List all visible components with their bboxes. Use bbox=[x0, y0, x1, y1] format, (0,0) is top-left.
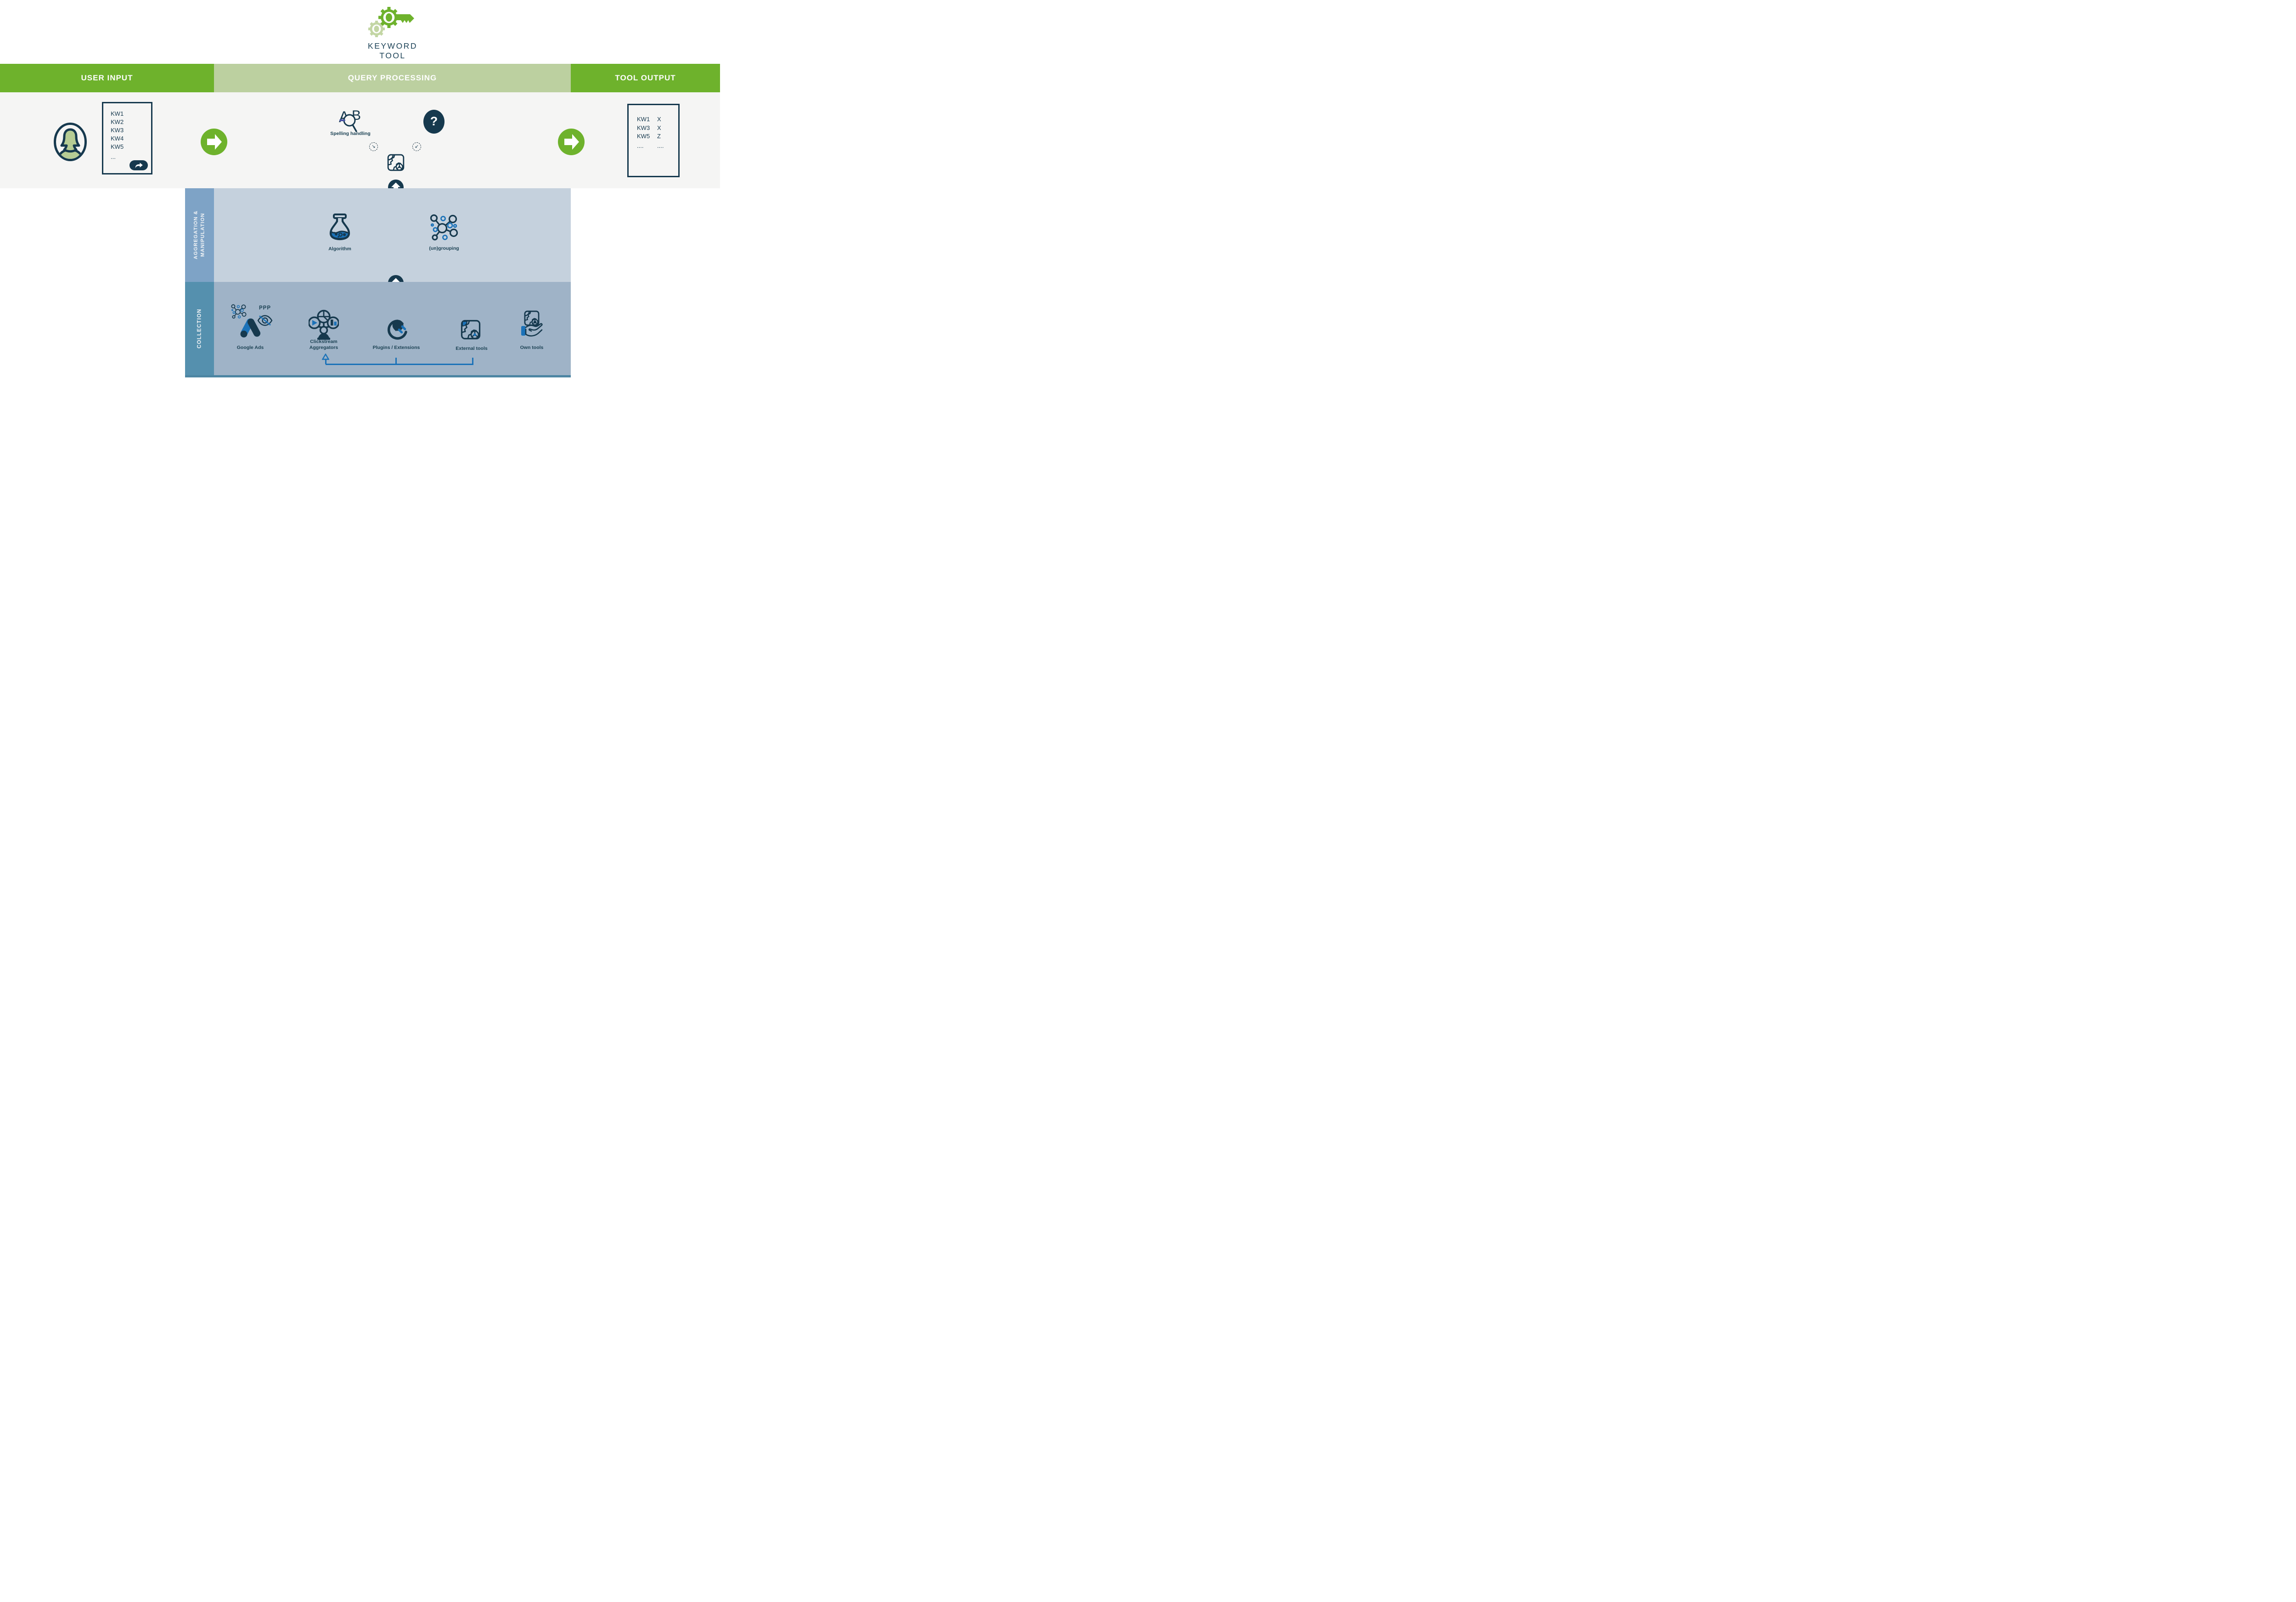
google-ads-label: Google Ads bbox=[236, 345, 264, 350]
user-avatar-icon bbox=[54, 123, 87, 161]
bracket-line bbox=[326, 364, 473, 365]
ppp-label: PPP bbox=[259, 305, 271, 311]
external-tools-label: External tools bbox=[456, 346, 488, 351]
keyword-tool-diagram: KEYWORD TOOL USER INPUT QUERY PROCESSING… bbox=[0, 0, 720, 378]
page-title: KEYWORD TOOL bbox=[368, 41, 417, 60]
aggregation-band-label: AGGREGATION &MANIPULATION bbox=[193, 210, 206, 259]
mini-network-icon bbox=[231, 304, 247, 319]
keyword-item: KW3 bbox=[111, 127, 124, 134]
bracket-tick-middle bbox=[395, 358, 397, 364]
keyword-item: KW4 bbox=[111, 135, 124, 142]
clickstream-aggregators-label: Clickstream Aggregators bbox=[309, 339, 338, 350]
submit-share-button bbox=[129, 160, 148, 170]
open-hand-icon bbox=[521, 323, 543, 337]
bracket-arrow-up-icon bbox=[322, 354, 329, 360]
keyword-item: KW2 bbox=[111, 118, 124, 125]
hidden-eye-icon bbox=[257, 315, 273, 326]
spelling-handling-label: Spelling handling bbox=[330, 131, 371, 136]
google-ads-logo-icon bbox=[240, 318, 261, 337]
share-arrow-icon bbox=[135, 163, 143, 169]
clickstream-aggregators-icon bbox=[309, 309, 339, 340]
aggregation-band bbox=[185, 188, 571, 282]
question-mark-icon: ? bbox=[423, 110, 445, 134]
keyword-input-box: KW1 KW2 KW3 KW4 KW5 ... bbox=[102, 102, 152, 174]
ungrouping-label: (un)grouping bbox=[429, 246, 459, 251]
keyword-item-ellipsis: ... bbox=[111, 153, 116, 160]
algorithm-flask-icon bbox=[329, 214, 350, 241]
collection-band-label: COLLECTION bbox=[197, 309, 202, 349]
header-tool-output: TOOL OUTPUT bbox=[571, 64, 720, 92]
bracket-tick-right bbox=[472, 358, 473, 364]
plug-icon bbox=[387, 320, 407, 340]
collection-column bbox=[185, 282, 214, 375]
bracket-tick-left bbox=[325, 360, 326, 364]
dashed-arrow-down-right-icon: ↘ bbox=[369, 142, 378, 151]
keyword-item: KW1 bbox=[111, 110, 124, 117]
aggregation-column bbox=[185, 188, 214, 282]
external-tools-icon bbox=[461, 320, 481, 340]
collection-band-edge bbox=[185, 375, 571, 377]
plugins-extensions-label: Plugins / Extensions bbox=[372, 345, 420, 350]
tools-map-icon bbox=[387, 154, 405, 171]
header-user-input: USER INPUT bbox=[0, 64, 214, 92]
keyword-item: KW5 bbox=[111, 143, 124, 150]
algorithm-label: Algorithm bbox=[328, 246, 351, 252]
flow-band bbox=[0, 92, 720, 188]
ungrouping-network-icon bbox=[430, 214, 458, 241]
output-row-ellipsis: ........ bbox=[637, 142, 664, 149]
gear-key-logo-icon bbox=[368, 7, 414, 37]
flow-arrow-right-icon bbox=[201, 129, 227, 155]
spelling-check-icon: A B bbox=[339, 108, 361, 132]
flow-arrow-right-icon bbox=[558, 129, 585, 155]
dashed-arrow-down-left-icon: ↙ bbox=[412, 142, 421, 151]
own-tools-label: Own tools bbox=[520, 345, 544, 350]
header-query-processing: QUERY PROCESSING bbox=[214, 64, 571, 92]
